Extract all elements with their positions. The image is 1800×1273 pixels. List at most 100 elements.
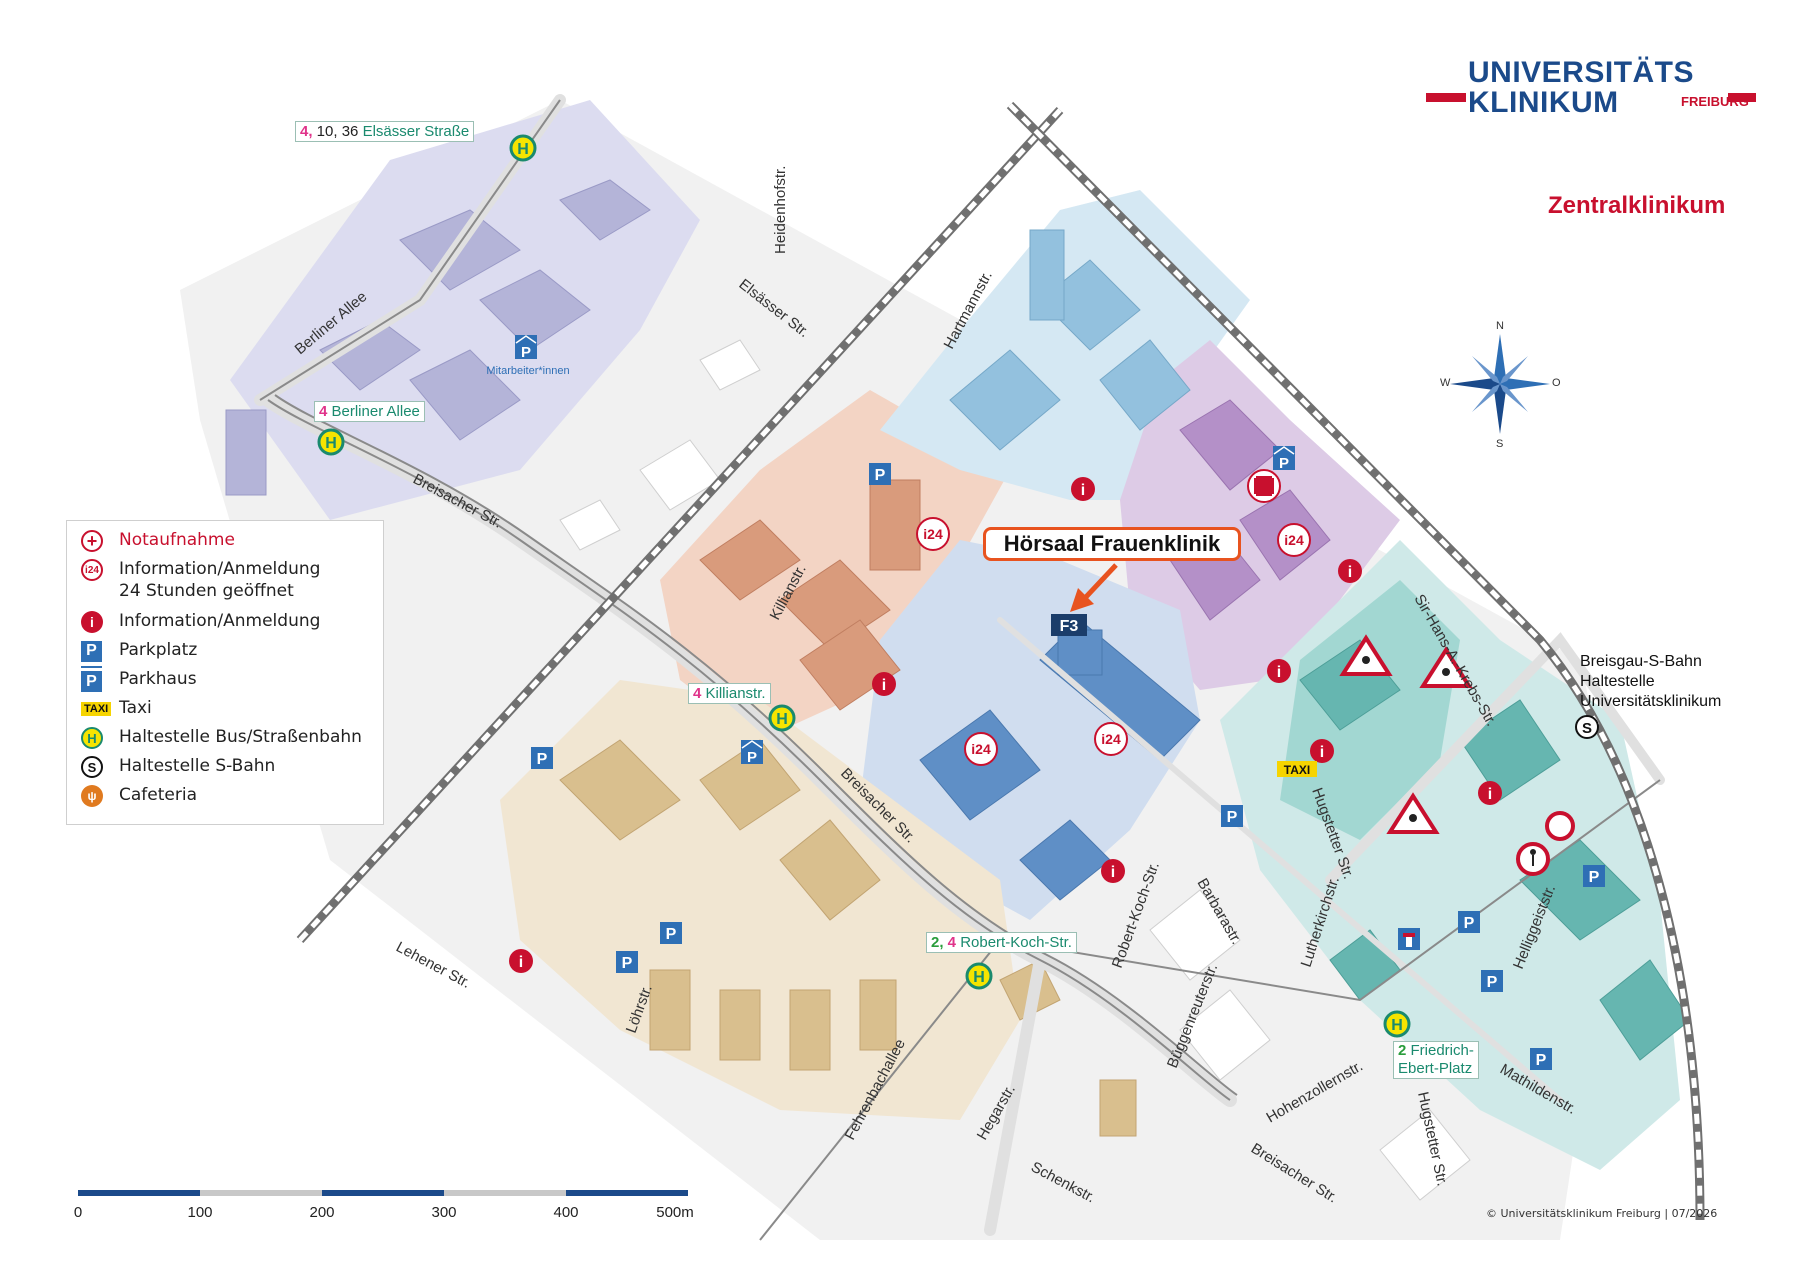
parking-icon: P	[81, 640, 102, 662]
svg-text:P: P	[521, 344, 531, 361]
stop-label-berliner-allee[interactable]: 4 Berliner Allee	[314, 401, 425, 422]
legend-row-parking: P Parkplatz	[81, 639, 383, 668]
info-icon[interactable]: i	[1310, 739, 1334, 763]
parking-icon[interactable]: P	[869, 463, 891, 485]
parkhouse-icon: P	[81, 668, 102, 692]
legend-label: Haltestelle S-Bahn	[119, 756, 276, 776]
tram-stop-icon[interactable]: H	[509, 134, 537, 162]
stop-name: Elsässer Straße	[362, 123, 470, 140]
parking-icon[interactable]: P	[1481, 970, 1503, 992]
scale-label: 200	[309, 1204, 335, 1221]
stop-name: Killianstr.	[701, 685, 766, 702]
parking-icon[interactable]: P	[1530, 1048, 1552, 1070]
scale-label: 400	[553, 1204, 579, 1221]
sbahn-label-line: Breisgau-S-Bahn	[1580, 653, 1702, 670]
stop-line: 2	[1398, 1042, 1407, 1059]
scale-bar-track	[78, 1190, 690, 1196]
buildings-orange	[699, 479, 921, 711]
stop-name: Berliner Allee	[327, 403, 420, 420]
info24-icon[interactable]: i24	[916, 517, 950, 551]
svg-text:i24: i24	[971, 741, 991, 757]
stop-label-robert-koch[interactable]: 2, 4 Robert-Koch-Str.	[926, 932, 1077, 953]
legend-label: Information/Anmeldung	[119, 559, 321, 579]
parking-icon[interactable]: P	[660, 922, 682, 944]
svg-text:H: H	[973, 969, 985, 986]
info-icon[interactable]: i	[1101, 859, 1125, 883]
svg-text:H: H	[325, 435, 337, 452]
buildings-grey	[559, 339, 1471, 1201]
legend-label: Taxi	[119, 698, 152, 718]
stop-line: 4,	[300, 123, 313, 140]
info24-icon: i24	[81, 559, 103, 581]
info24-markers[interactable]: i24 i24 i24 i24	[916, 517, 1311, 766]
legend-row-info: i Information/Anmeldung	[81, 610, 383, 639]
cafeteria-icon: ψ	[81, 785, 103, 807]
tram-stop-icon[interactable]: H	[317, 428, 345, 456]
svg-text:i24: i24	[923, 526, 943, 542]
info-icon[interactable]: i	[1267, 659, 1291, 683]
svg-text:i: i	[519, 954, 523, 971]
svg-text:i: i	[1348, 564, 1352, 581]
stop-markers[interactable]: H H H H H	[317, 134, 1411, 1038]
info-markers[interactable]: i i i i i i i i	[509, 477, 1502, 973]
svg-text:P: P	[1536, 1052, 1547, 1069]
stop-line: 4	[693, 685, 702, 702]
parking-icon[interactable]: P	[1458, 911, 1480, 933]
f3-building-marker[interactable]: F3	[1051, 614, 1087, 636]
parking-markers[interactable]: P P P P P P P P P	[531, 463, 1605, 1070]
legend-row-parkhouse: P Parkhaus	[81, 668, 383, 697]
street-label: Heidenhofstr.	[772, 166, 789, 254]
legend-row-emergency: + Notaufnahme	[81, 529, 383, 558]
svg-text:i: i	[1488, 786, 1492, 803]
parking-icon[interactable]: P	[1583, 865, 1605, 887]
scale-label: 100	[187, 1204, 213, 1221]
sbahn-stop-icon: S	[81, 756, 103, 778]
info24-icon[interactable]: i24	[1094, 722, 1128, 756]
sbahn-label-line: Universitätsklinikum	[1580, 693, 1722, 710]
scale-segment	[322, 1190, 444, 1196]
parking-icon[interactable]: P	[1221, 805, 1243, 827]
sbahn-label-line: Haltestelle	[1580, 673, 1655, 690]
scale-segment	[566, 1190, 688, 1196]
construction-icon	[1339, 634, 1393, 676]
svg-text:i: i	[1277, 664, 1281, 681]
info-icon[interactable]: i	[509, 949, 533, 973]
compass-w: W	[1440, 377, 1451, 389]
sbahn-stop-icon[interactable]: S	[1575, 715, 1599, 739]
svg-text:H: H	[517, 141, 529, 158]
tram-stop-icon[interactable]: H	[1383, 1010, 1411, 1038]
emergency-marker[interactable]	[1247, 469, 1281, 503]
parkhouse-icon[interactable]: P	[515, 335, 537, 361]
info24-icon[interactable]: i24	[964, 732, 998, 766]
stop-label-killianstr[interactable]: 4 Killianstr.	[688, 683, 771, 704]
legend-label: Cafeteria	[119, 785, 197, 805]
legend-label: 24 Stunden geöffnet	[119, 581, 294, 601]
tram-stop-icon[interactable]: H	[768, 704, 796, 732]
svg-text:i: i	[1320, 744, 1324, 761]
taxi-stand[interactable]: TAXI	[1277, 761, 1317, 777]
legend-row-taxi: TAXI Taxi	[81, 697, 383, 726]
svg-text:S: S	[1582, 720, 1592, 737]
scale-segment	[78, 1190, 200, 1196]
parking-icon[interactable]: P	[616, 951, 638, 973]
info-icon[interactable]: i	[1478, 781, 1502, 805]
info24-icon[interactable]: i24	[1277, 523, 1311, 557]
svg-text:P: P	[1589, 869, 1600, 886]
svg-text:P: P	[622, 955, 633, 972]
parkhouse-markers[interactable]: P P P	[515, 335, 1295, 766]
stop-label-elsaesser[interactable]: 4, 10, 36 Elsässer Straße	[295, 121, 475, 142]
info-icon[interactable]: i	[872, 672, 896, 696]
stop-label-friedrich-ebert[interactable]: 2 Friedrich-Ebert-Platz	[1393, 1041, 1479, 1079]
parking-icon[interactable]: P	[531, 747, 553, 769]
parkhouse-icon[interactable]: P	[1273, 446, 1295, 472]
compass-n: N	[1496, 320, 1504, 332]
svg-text:P: P	[1487, 974, 1498, 991]
info-icon[interactable]: i	[1071, 477, 1095, 501]
lecture-hall-callout[interactable]: Hörsaal Frauenklinik	[983, 527, 1241, 561]
hospital-logo[interactable]: UNIVERSITÄTS KLINIKUM FREIBURG	[1426, 56, 1756, 126]
svg-text:i: i	[882, 677, 886, 694]
info-icon[interactable]: i	[1338, 559, 1362, 583]
parkhouse-icon[interactable]: P	[741, 740, 763, 766]
tram-stop-icon[interactable]: H	[965, 962, 993, 990]
